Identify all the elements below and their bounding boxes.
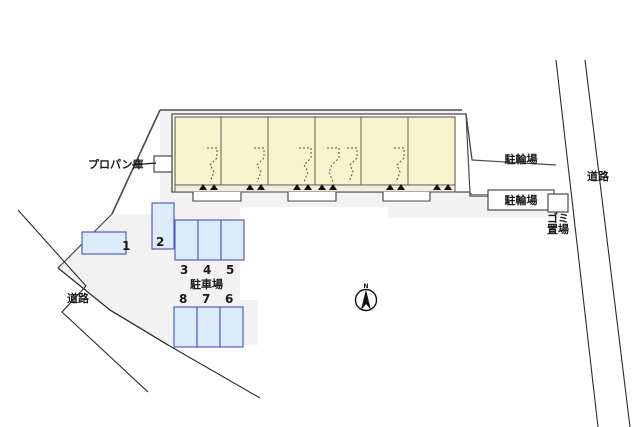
bicycle-parking-upper: 駐輪場	[471, 152, 557, 194]
road-left	[17, 209, 261, 399]
propane-storage: プロパン庫	[88, 155, 173, 173]
parking-space-6: 6	[219, 292, 244, 348]
parking-space-5-label: 5	[226, 263, 234, 277]
unit-dividers	[220, 117, 409, 185]
parking-space-1-label: 1	[122, 239, 130, 253]
road-left-label: 道路	[67, 291, 90, 305]
entrance-porches	[192, 192, 455, 202]
compass-rose: N	[354, 283, 378, 312]
garbage-area-label-line1: ゴミ	[547, 211, 569, 225]
compass-north-label: N	[363, 283, 368, 290]
garbage-area-label-line2: 置場	[547, 222, 569, 236]
parking-space-2-label: 2	[156, 235, 164, 249]
road-right-label: 道路	[587, 169, 610, 183]
parking-row-345: 3 4 5	[174, 219, 245, 277]
bicycle-parking-lower: 駐輪場	[487, 189, 555, 211]
garbage-area: ゴミ 置場	[547, 193, 569, 236]
parking-space-5: 5	[220, 219, 245, 277]
entrance-porch-strip	[175, 191, 455, 202]
parking-lot-label: 駐車場	[190, 277, 223, 291]
parking-space-3-label: 3	[180, 263, 188, 277]
road-right	[555, 59, 631, 427]
parking-space-8-label: 8	[179, 292, 187, 306]
bicycle-parking-lower-label: 駐輪場	[505, 193, 538, 207]
propane-storage-label: プロパン庫	[88, 157, 144, 171]
entrance-step-markers	[199, 184, 452, 190]
garbage-area-box	[547, 193, 569, 213]
parking-space-4-label: 4	[203, 263, 211, 277]
parking-space-2: 2	[151, 202, 175, 250]
bicycle-parking-upper-label: 駐輪場	[505, 152, 538, 166]
propane-storage-box	[153, 155, 173, 173]
parking-space-6-label: 6	[225, 292, 233, 306]
unit-interior-fixtures	[207, 147, 405, 183]
parking-space-3: 3	[174, 219, 199, 277]
parking-space-7-label: 7	[202, 292, 210, 306]
parking-space-1: 1	[81, 231, 130, 255]
parking-row-876: 8 7 6	[173, 292, 244, 348]
